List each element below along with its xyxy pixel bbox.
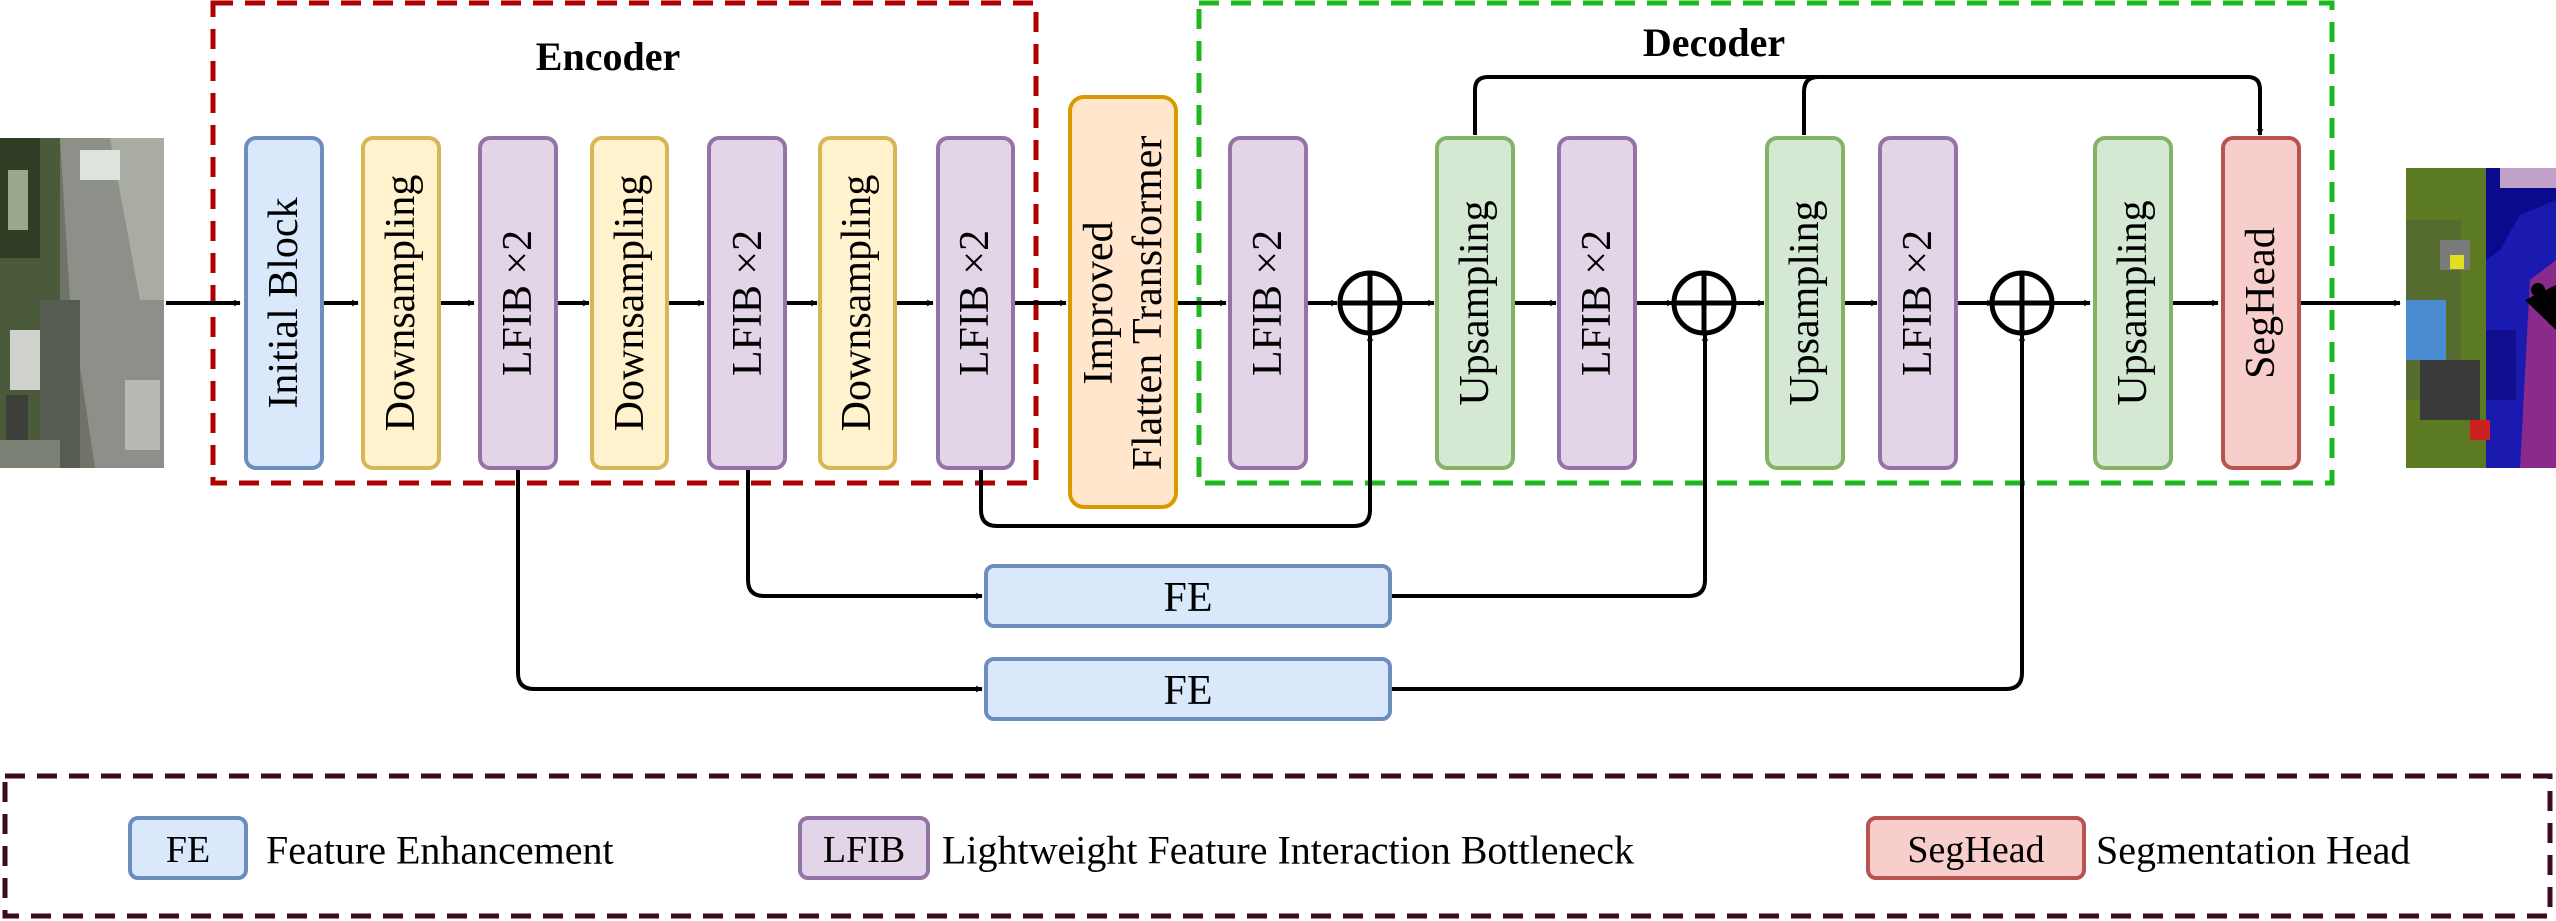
transformer-label-line2: Flatten Transformer xyxy=(1125,136,1171,471)
encoder-group-border xyxy=(210,0,1039,486)
sum-node-2 xyxy=(1671,270,1737,336)
decoder-lfib-block-3: LFIB ×2 xyxy=(1878,136,1958,470)
upsampling-block-3-label: Upsampling xyxy=(2110,200,2156,405)
upsampling-block-1: Upsampling xyxy=(1435,136,1515,470)
upsampling-block-1-label: Upsampling xyxy=(1452,200,1498,405)
legend-seghead-swatch xyxy=(1866,816,2086,880)
legend-fe-key: FE xyxy=(166,829,210,871)
initial-block: Initial Block xyxy=(244,136,324,470)
lfib-block-3-label: LFIB ×2 xyxy=(952,230,998,376)
lfib-block-2: LFIB ×2 xyxy=(707,136,787,470)
legend-lfib-key: LFIB xyxy=(823,829,905,871)
fe-block-1-label: FE xyxy=(1163,575,1212,621)
legend-fe-swatch xyxy=(128,816,248,880)
downsampling-block-1: Downsampling xyxy=(361,136,441,470)
input-image xyxy=(0,138,164,468)
decoder-group-border xyxy=(1196,0,2335,486)
decoder-lfib-block-1-label: LFIB ×2 xyxy=(1245,230,1291,376)
lfib-block-3: LFIB ×2 xyxy=(936,136,1015,470)
downsampling-block-2-label: Downsampling xyxy=(607,175,653,432)
lfib-block-1-label: LFIB ×2 xyxy=(495,230,541,376)
sum-node-3 xyxy=(1989,270,2055,336)
downsampling-block-3-label: Downsampling xyxy=(834,175,880,432)
output-image xyxy=(2406,168,2556,468)
lfib-block-1: LFIB ×2 xyxy=(478,136,558,470)
seghead-block-label: SegHead xyxy=(2238,227,2284,379)
upsampling-block-2: Upsampling xyxy=(1765,136,1845,470)
initial-block-label: Initial Block xyxy=(261,197,307,408)
decoder-lfib-block-2: LFIB ×2 xyxy=(1557,136,1637,470)
fe-block-1: FE xyxy=(984,564,1392,628)
fe-block-2: FE xyxy=(984,657,1392,721)
legend-lfib-swatch xyxy=(798,816,930,880)
upsampling-block-2-label: Upsampling xyxy=(1782,200,1828,405)
legend-seghead-key: SegHead xyxy=(1907,829,2044,871)
downsampling-block-2: Downsampling xyxy=(590,136,669,470)
legend-border xyxy=(2,773,2553,919)
downsampling-block-1-label: Downsampling xyxy=(378,175,424,432)
improved-flatten-transformer-block: Improved Flatten Transformer xyxy=(1068,95,1178,509)
decoder-lfib-block-3-label: LFIB ×2 xyxy=(1895,230,1941,376)
sum-node-1 xyxy=(1337,270,1403,336)
decoder-lfib-block-1: LFIB ×2 xyxy=(1228,136,1308,470)
legend: FE Feature Enhancement LFIB Lightweight … xyxy=(2,773,2553,919)
decoder-title: Decoder xyxy=(1643,20,1785,65)
lfib-block-2-label: LFIB ×2 xyxy=(725,230,771,376)
decoder-lfib-block-2-label: LFIB ×2 xyxy=(1574,230,1620,376)
upsampling-block-3: Upsampling xyxy=(2093,136,2173,470)
downsampling-block-3: Downsampling xyxy=(818,136,897,470)
legend-fe-desc: Feature Enhancement xyxy=(266,828,614,873)
legend-lfib-desc: Lightweight Feature Interaction Bottlene… xyxy=(942,828,1634,873)
fe-block-2-label: FE xyxy=(1163,668,1212,714)
seghead-block: SegHead xyxy=(2221,136,2301,470)
transformer-label-line1: Improved xyxy=(1076,221,1122,384)
encoder-title: Encoder xyxy=(536,34,680,79)
legend-seghead-desc: Segmentation Head xyxy=(2096,828,2410,873)
skip-connections xyxy=(516,75,2264,693)
